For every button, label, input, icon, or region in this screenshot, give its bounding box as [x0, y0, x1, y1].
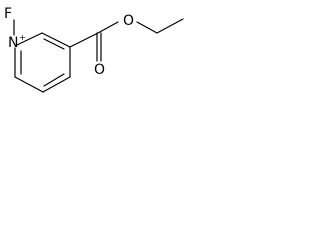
charge-label-ring-nitrogen: + [19, 33, 26, 42]
bond-c4-c5-inner [43, 73, 65, 87]
bond-ch2-ch3 [156, 18, 184, 34]
bond-c2-c3-inner [43, 38, 65, 50]
atom-label-fluorine: F [4, 6, 12, 22]
atom-label-carbonyl-oxygen: O [94, 62, 105, 78]
bond-c3-carbonyl-c [69, 32, 99, 48]
bond-c5-c6 [14, 76, 44, 93]
bond-ester-o-ch2 [136, 21, 158, 34]
bond-carbonyl-c-ester-o [97, 21, 119, 34]
atom-label-ester-oxygen: O [123, 13, 134, 29]
chemical-structure: F N + O O [4, 6, 184, 93]
bond-c4-c5 [42, 76, 71, 93]
bond-c2-c3 [41, 32, 71, 48]
atom-label-ring-nitrogen: N [8, 35, 18, 51]
bond-n-c2 [16, 32, 43, 46]
